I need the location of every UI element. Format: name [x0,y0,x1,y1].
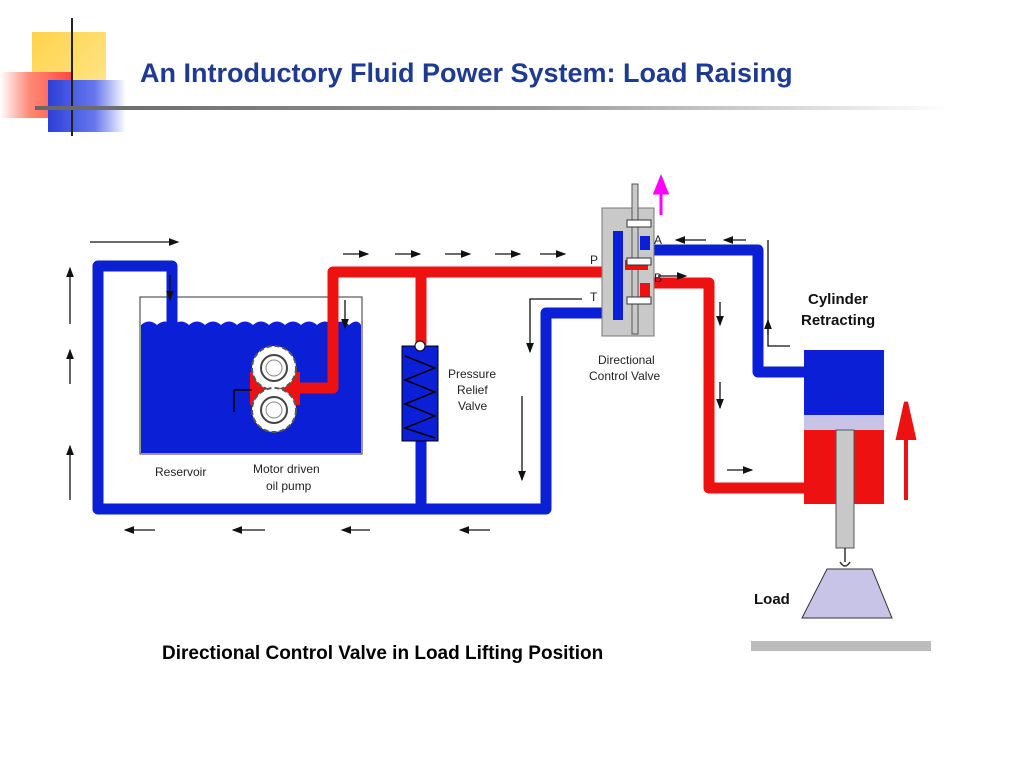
pump-label-line1: Motor driven [253,462,320,476]
pressure-relief-valve [401,340,439,442]
cylinder-up-arrow-icon [895,401,917,500]
pressure-lines [298,266,805,494]
dcv-label-line2: Control Valve [589,369,660,383]
valve-up-arrow-icon [652,173,670,215]
hydraulic-cylinder [804,350,884,567]
decor-vertical-line [71,18,73,136]
dcv-label-line1: Directional [598,353,655,367]
slide-title: An Introductory Fluid Power System: Load… [140,58,793,88]
port-p-label: P [590,253,598,267]
load-label: Load [754,591,790,608]
relief-label-line2: Relief [457,383,488,397]
relief-label-line1: Pressure [448,367,496,381]
directional-control-valve [601,183,655,337]
diagram-caption: Directional Control Valve in Load Liftin… [162,643,604,664]
flow-arrows [66,236,790,534]
upper-gear-icon [251,345,297,391]
lower-gear-icon [251,387,297,433]
port-a-label: A [654,233,662,247]
cylinder-label-line2: Retracting [801,312,875,329]
port-t-label: T [590,290,598,304]
port-b-label: B [654,271,662,285]
return-lines [92,244,805,515]
relief-label-line3: Valve [458,399,487,413]
load [751,568,931,651]
pump-label-line2: oil pump [266,479,312,493]
cylinder-label-line1: Cylinder [808,291,868,308]
reservoir-label: Reservoir [155,465,206,479]
oil-pump [233,345,300,433]
title-divider [35,106,950,110]
